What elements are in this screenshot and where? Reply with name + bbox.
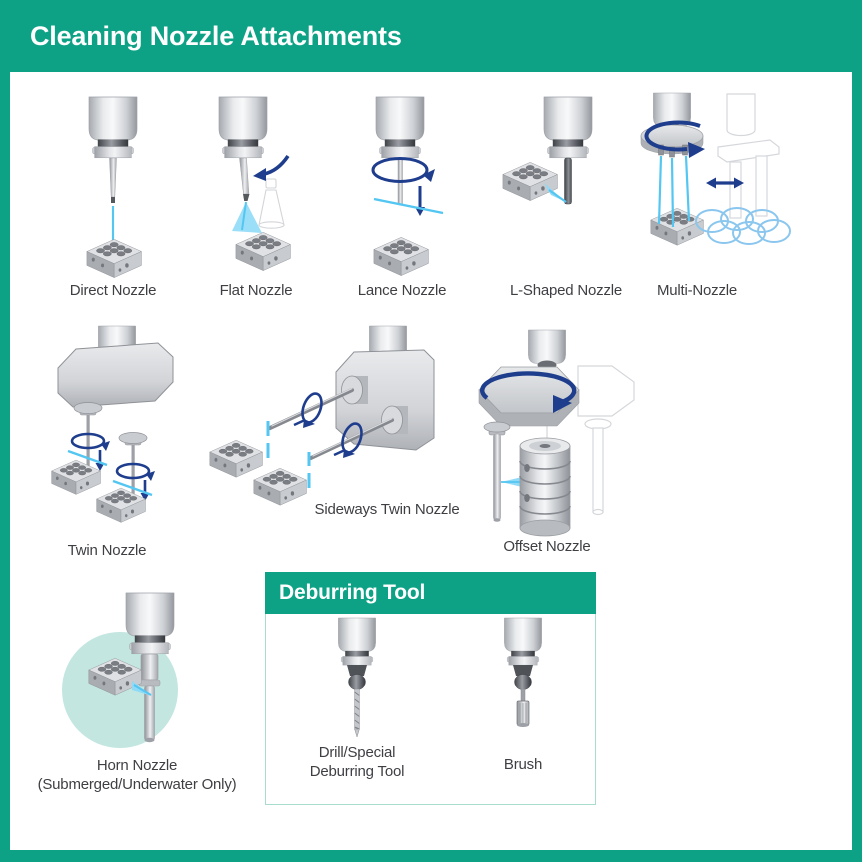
drill-bit [354,688,360,738]
horn-nozzle-label: Horn Nozzle (Submerged/Underwater Only) [17,756,257,794]
workpiece-block-icon [86,239,142,278]
direct-nozzle-figure [40,92,190,284]
brush-tip [516,688,530,727]
motion-dash [333,448,346,457]
multi-nozzle-label: Multi-Nozzle [656,282,738,299]
lance-nozzle-illustration [371,96,444,276]
rotation-arrow-icon [480,371,577,407]
horn-nozzle-label-line1: Horn Nozzle [96,757,178,774]
spindle-icon [375,96,425,159]
tilt-arrow-icon [263,154,290,176]
l-rod [564,157,572,205]
collet [513,665,533,676]
brush-label: Brush [503,756,543,773]
spray-streams [657,155,691,228]
spindle-icon [543,96,593,159]
spray-stream [266,421,311,488]
lance-rod [86,415,90,468]
sideways-twin-nozzle-illustration [209,325,435,506]
horn-nozzle-illustration [62,592,178,748]
flat-nozzle-label: Flat Nozzle [219,282,293,299]
rotation-arrow-icon [371,157,429,183]
lance-nozzle-figure [336,92,466,284]
spray-fan [232,202,262,233]
flat-nozzle-illustration [218,96,291,271]
brush-illustration [504,617,542,727]
ghost-spray-outline [258,178,285,229]
offset-nozzle-illustration [478,329,635,537]
rotation-arrow-icon [644,120,701,152]
nozzle-tip [239,157,250,195]
lance-nozzle-label: Lance Nozzle [357,282,447,299]
workpiece-block-icon [373,237,429,276]
deburring-tool-box: Deburring Tool [265,572,596,805]
nozzle-holders [73,402,148,446]
nozzle-rod [493,433,501,521]
sideways-twin-nozzle-figure [205,322,467,508]
workpiece-block-icon [209,439,263,478]
coverage-circles [695,207,791,245]
spindle-icon [88,96,138,159]
offset-nozzle-label: Offset Nozzle [503,538,591,555]
spray-stream [67,449,108,467]
horn-nozzle-label-line2: (Submerged/Underwater Only) [37,776,237,793]
drill-deburring-illustration [338,617,376,738]
flat-nozzle-figure [196,92,326,284]
twin-nozzle-figure [40,322,245,537]
chuck [348,674,366,690]
spindle-icon [528,329,566,364]
spindle-icon [125,592,175,655]
direct-nozzle-illustration [86,96,142,278]
drill-label-line1: Drill/Special [318,744,396,761]
nozzle-holder [483,421,511,433]
ghost-position-outline [577,365,635,516]
drill-deburring-label: Drill/Special Deburring Tool [277,743,437,781]
motion-dash [293,418,306,427]
collet [347,665,367,676]
offset-nozzle-figure [462,328,645,538]
brush-figure [465,614,585,739]
left-frame-border [0,72,10,852]
multi-nozzle-illustration [640,92,791,246]
l-shaped-nozzle-figure [478,92,630,284]
sideways-twin-nozzle-label: Sideways Twin Nozzle [314,501,460,518]
twin-nozzle-illustration [51,325,174,523]
lance-rod [131,445,135,498]
multi-nozzle-figure [640,90,845,262]
workpiece-block-icon [51,459,101,495]
l-shaped-nozzle-illustration [502,96,593,205]
header-bar: Cleaning Nozzle Attachments [0,0,862,72]
twin-head-plate [57,342,174,408]
horn-rod [138,653,161,743]
workpiece-block-icon [235,232,291,271]
deburring-title: Deburring Tool [279,581,426,604]
right-frame-border [852,72,862,852]
lance-rod [309,418,394,460]
workpiece-block-icon [253,467,307,506]
spindle-icon [338,617,376,666]
bottom-frame-border [0,850,862,862]
nozzle-tip [109,157,117,198]
direct-nozzle-label: Direct Nozzle [69,282,157,299]
spray-stream [373,197,444,215]
ghost-spindle-outline [717,93,780,219]
chuck [514,674,532,690]
spray-stream [112,479,153,497]
workpiece-block-icon [96,487,146,523]
drill-label-line2: Deburring Tool [309,763,405,780]
spindle-icon [504,617,542,666]
twin-nozzle-label: Twin Nozzle [67,542,147,559]
drill-deburring-figure [300,614,420,744]
deburring-header-bar: Deburring Tool [265,572,596,614]
page-title: Cleaning Nozzle Attachments [30,21,402,51]
lance-rod [268,388,354,430]
workpiece-block-icon [502,162,558,201]
cylindrical-workpiece [519,437,571,537]
horn-nozzle-figure [40,588,255,756]
spindle-icon [218,96,268,159]
l-shaped-nozzle-label: L-Shaped Nozzle [509,282,623,299]
rotation-arrow-icon [70,432,151,480]
